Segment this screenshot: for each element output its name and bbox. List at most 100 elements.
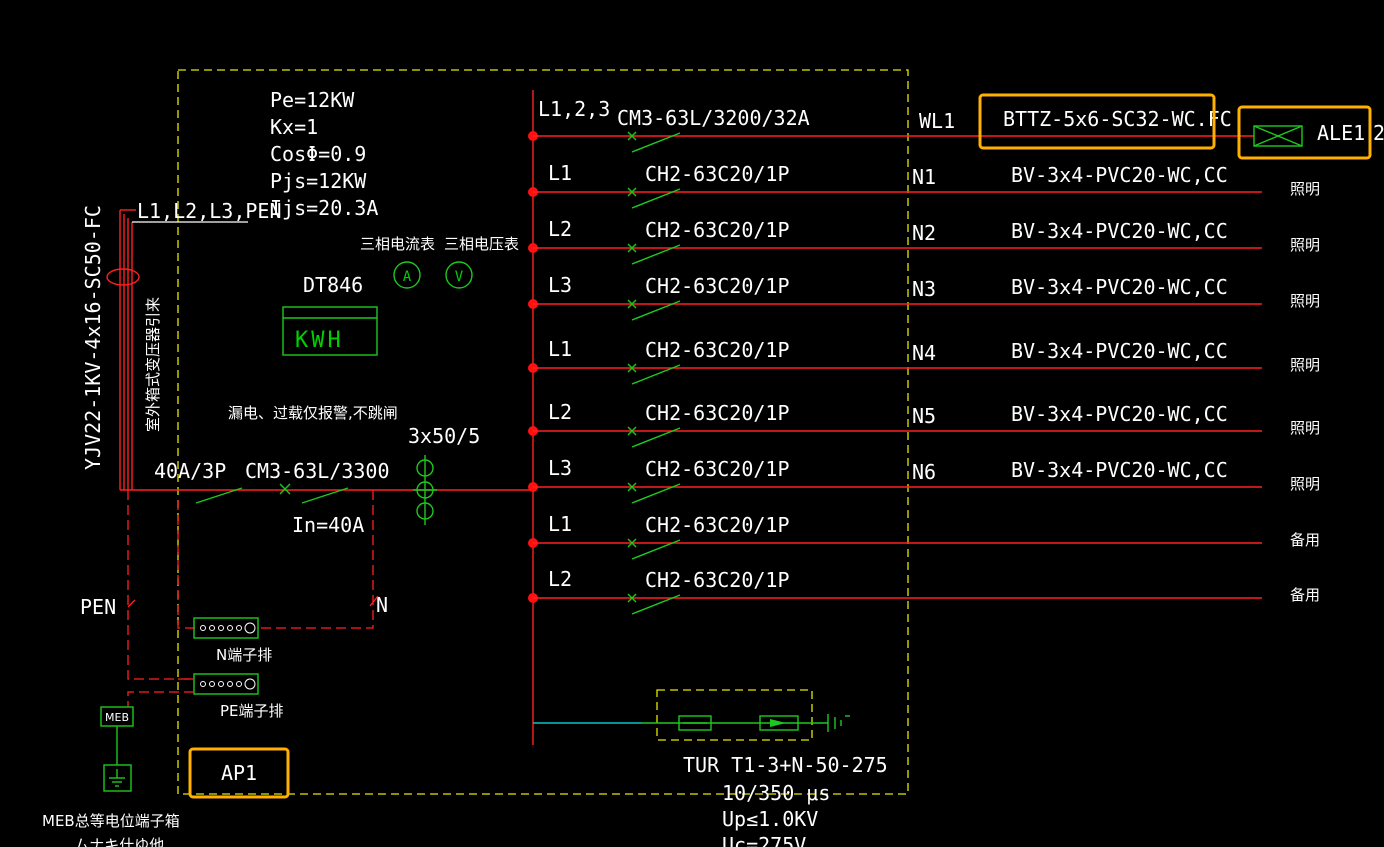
circuit-load: 照明 [1290, 236, 1320, 254]
circuit-breaker-model: CH2-63C20/1P [645, 338, 790, 362]
voltmeter-symbol [445, 261, 473, 289]
main-breaker: 40A/3P CM3-63L/3300 In=40A [154, 459, 390, 537]
circuit-load: 照明 [1290, 419, 1320, 437]
circuit-breaker-model: CH2-63C20/1P [645, 162, 790, 186]
main-breaker-rating: 40A/3P [154, 459, 226, 483]
current-transformer: 3x50/5 [408, 424, 480, 525]
spd-model: TUR T1-3+N-50-275 [683, 753, 888, 777]
circuit-cable: BV-3x4-PVC20-WC,CC [1011, 219, 1228, 243]
param-pjs: Pjs=12KW [270, 169, 367, 193]
voltmeter-letter: V [455, 269, 464, 285]
circuit-cable: BV-3x4-PVC20-WC,CC [1011, 163, 1228, 187]
circuit-load: 照明 [1290, 292, 1320, 310]
breaker-contact [631, 539, 681, 560]
param-kx: Kx=1 [270, 115, 318, 139]
circuit-breaker-model: CH2-63C20/1P [645, 457, 790, 481]
circuit-phase: L3 [548, 456, 572, 480]
circuit-load: 备用 [1290, 531, 1320, 549]
neutral-label: N [376, 593, 388, 617]
circuit-row: L1 CH2-63C20/1P N1 BV-3x4-PVC20-WC,CC 照明 [528, 161, 1320, 209]
circuit-phase: L1 [548, 512, 572, 536]
circuit-number: WL1 [919, 109, 955, 133]
circuit-phase: L3 [548, 273, 572, 297]
n-terminal-label: N端子排 [216, 646, 272, 664]
panel-enclosure [177, 69, 909, 795]
circuit-load: ALE1 [1317, 121, 1365, 145]
breaker-contact [631, 132, 681, 153]
circuit-breaker-model: CH2-63C20/1P [645, 401, 790, 425]
circuit-cable: BTTZ-5x6-SC32-WC.FC [1003, 107, 1232, 131]
incoming-phases: L1,L2,L3,PEN [137, 199, 282, 223]
breaker-contact [631, 300, 681, 321]
ale1-highlight [1237, 105, 1372, 160]
breaker-contact [631, 244, 681, 265]
ammeter-symbol [393, 261, 421, 289]
breaker-contact [631, 427, 681, 448]
breaker-contact [631, 364, 681, 385]
circuit-load-suffix: 2 [1373, 121, 1384, 145]
circuit-breaker-model: CH2-63C20/1P [645, 568, 790, 592]
circuit-number: N4 [912, 341, 936, 365]
wl1-cable-highlight [978, 93, 1216, 150]
breaker-contact [631, 594, 681, 615]
kwh-meter [282, 306, 378, 356]
circuit-number: N5 [912, 404, 936, 428]
circuit-row: L2 CH2-63C20/1P 备用 [528, 567, 1320, 615]
circuit-row: L1 CH2-63C20/1P N4 BV-3x4-PVC20-WC,CC 照明 [528, 337, 1320, 385]
pe-terminal-label: PE端子排 [220, 702, 284, 720]
breaker-contact [631, 188, 681, 209]
param-cos: CosΦ=0.9 [270, 142, 366, 166]
busbar-label: L1,2,3 [538, 97, 610, 121]
circuit-load: 照明 [1290, 356, 1320, 374]
circuit-number: N6 [912, 460, 936, 484]
circuit-phase: L2 [548, 400, 572, 424]
circuit-breaker-model: CH2-63C20/1P [645, 513, 790, 537]
circuit-row: L1 CH2-63C20/1P 备用 [528, 512, 1320, 560]
breaker-contact [631, 483, 681, 504]
param-ijs: Ijs=20.3A [270, 196, 378, 220]
circuit-phase: L1 [548, 337, 572, 361]
meter-model: DT846 [303, 273, 363, 297]
pen-label: PEN [80, 595, 116, 619]
cable-bundle-mark [106, 268, 140, 286]
incoming-cable: YJV22-1KV-4x16-SC50-FC [81, 205, 105, 470]
circuit-number: N3 [912, 277, 936, 301]
panel-parameters: Pe=12KW Kx=1 CosΦ=0.9 Pjs=12KW Ijs=20.3A [270, 88, 378, 220]
param-pe: Pe=12KW [270, 88, 355, 112]
panel-id-highlight [188, 747, 290, 799]
meb-caption: MEB总等电位端子箱 [42, 812, 180, 830]
ammeter-label: 三相电流表 [360, 235, 435, 253]
ale1-box-icon [1253, 125, 1303, 147]
main-breaker-in: In=40A [292, 513, 364, 537]
ammeter-letter: A [403, 269, 412, 285]
circuit-cable: BV-3x4-PVC20-WC,CC [1011, 339, 1228, 363]
panel-id: AP1 [221, 761, 257, 785]
main-breaker-model: CM3-63L/3300 [245, 459, 390, 483]
circuit-breaker-model: CM3-63L/3200/32A [617, 106, 810, 130]
circuit-load: 照明 [1290, 475, 1320, 493]
spd-spec2: Up≤1.0KV [722, 807, 818, 831]
voltmeter-label: 三相电压表 [444, 235, 519, 253]
spd-spec3: Uc=275V [722, 833, 806, 847]
meb-caption-cut: ...ムナキ什ゆ他 [60, 836, 164, 847]
circuit-cable: BV-3x4-PVC20-WC,CC [1011, 458, 1228, 482]
circuit-cable: BV-3x4-PVC20-WC,CC [1011, 402, 1228, 426]
protection-note: 漏电、过载仅报警,不跳闸 [228, 404, 398, 422]
circuit-load: 照明 [1290, 180, 1320, 198]
kwh-label: KWH [295, 328, 344, 353]
surge-protector: TUR T1-3+N-50-275 10/350 μs Up≤1.0KV Uc=… [533, 689, 888, 847]
incoming-source-note: 室外箱式变压器引来 [144, 297, 162, 432]
circuit-phase: L2 [548, 567, 572, 591]
circuit-number: N2 [912, 221, 936, 245]
circuit-phase: L1 [548, 161, 572, 185]
circuit-load: 备用 [1290, 586, 1320, 604]
ct-label: 3x50/5 [408, 424, 480, 448]
circuit-row: CM3-63L/3200/32A WL1 BTTZ-5x6-SC32-WC.FC AL… [528, 106, 1384, 153]
pe-terminal-strip: PE端子排 [193, 673, 284, 720]
circuit-cable: BV-3x4-PVC20-WC,CC [1011, 275, 1228, 299]
circuit-number: N1 [912, 165, 936, 189]
circuit-breaker-model: CH2-63C20/1P [645, 218, 790, 242]
circuit-row: L2 CH2-63C20/1P N5 BV-3x4-PVC20-WC,CC 照明 [528, 400, 1320, 448]
